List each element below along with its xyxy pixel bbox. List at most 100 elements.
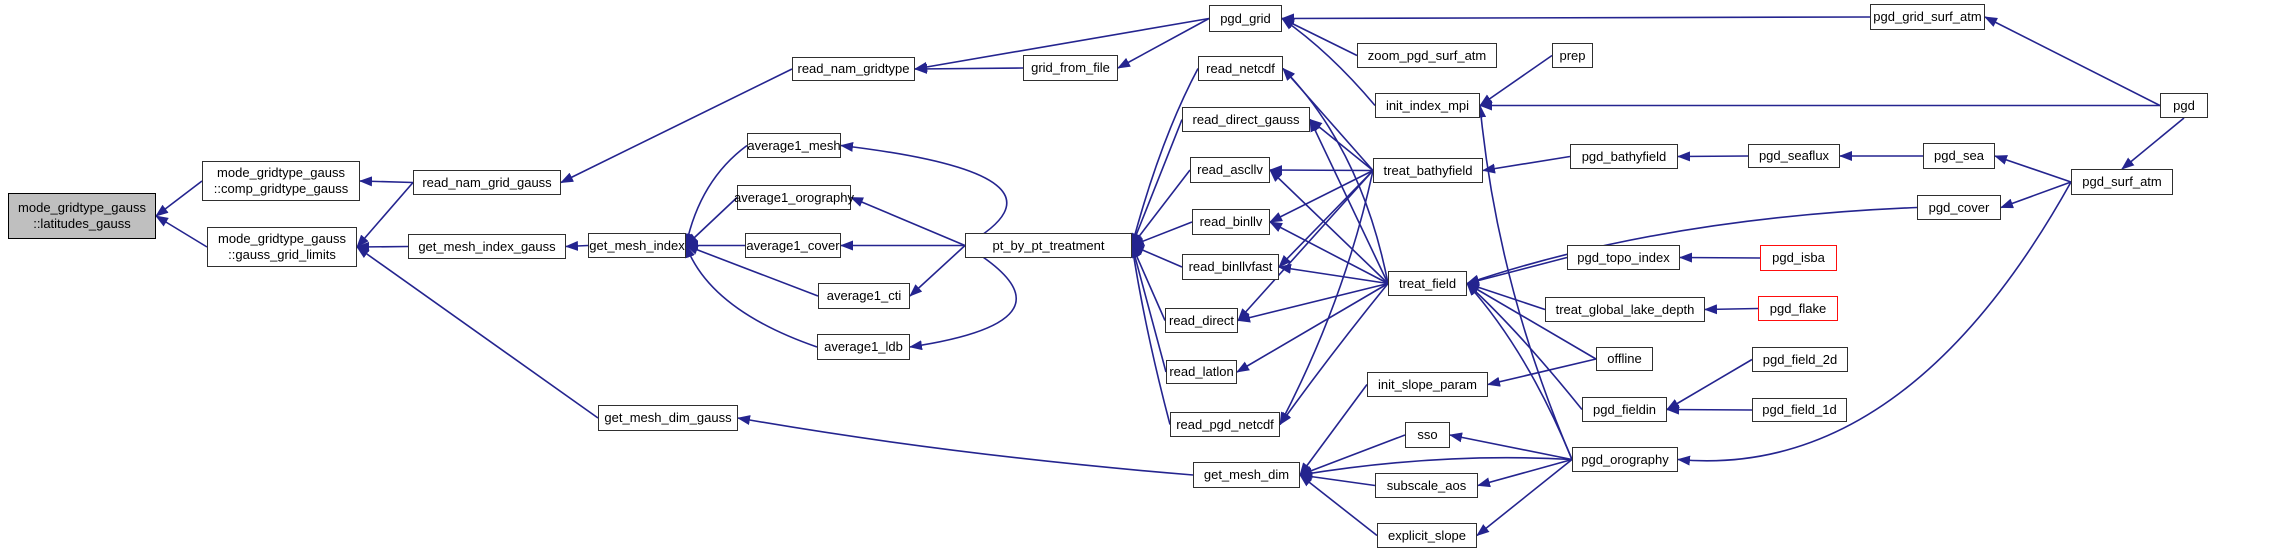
edge-read_ascllv--pt_by_pt_treatment [1131, 169, 1191, 247]
node-gauss_grid_limits[interactable]: mode_gridtype_gauss ::gauss_grid_limits [207, 227, 357, 267]
edge-treat_bathyfield--read_binllvfast [1278, 169, 1374, 268]
node-pgd_field_2d[interactable]: pgd_field_2d [1752, 347, 1848, 372]
node-zoom_pgd_surf_atm[interactable]: zoom_pgd_surf_atm [1357, 43, 1497, 68]
node-grid_from_file[interactable]: grid_from_file [1023, 55, 1118, 81]
edge-pgd_fieldin--treat_field [1466, 282, 1583, 411]
node-subscale_aos[interactable]: subscale_aos [1375, 473, 1478, 498]
node-pgd_orography[interactable]: pgd_orography [1572, 447, 1678, 472]
node-read_ascllv[interactable]: read_ascllv [1190, 157, 1270, 183]
node-pgd[interactable]: pgd [2160, 93, 2208, 118]
node-pgd_sea[interactable]: pgd_sea [1923, 143, 1995, 169]
node-init_index_mpi[interactable]: init_index_mpi [1375, 93, 1480, 118]
node-read_binllvfast[interactable]: read_binllvfast [1182, 254, 1279, 280]
node-get_mesh_dim[interactable]: get_mesh_dim [1193, 462, 1300, 488]
edge-pgd_orography--sso [1449, 432, 1573, 461]
edge-offline--init_slope_param [1487, 358, 1597, 387]
node-average1_orography[interactable]: average1_orography [734, 185, 854, 210]
edge-treat_field--read_binllv [1269, 221, 1389, 285]
edge-average1_orography--get_mesh_index [685, 196, 738, 247]
edge-pgd_topo_index--treat_field [1466, 256, 1568, 286]
edge-pgd_orography--subscale_aos [1477, 458, 1573, 488]
edge-init_slope_param--get_mesh_dim [1299, 384, 1368, 476]
node-treat_field[interactable]: treat_field [1388, 271, 1467, 296]
edge-pgd_grid--grid_from_file [1117, 17, 1210, 69]
edge-pgd_bathyfield--treat_bathyfield [1482, 155, 1571, 174]
edge-prep--init_index_mpi [1479, 54, 1553, 107]
node-pgd_bathyfield[interactable]: pgd_bathyfield [1570, 144, 1678, 169]
node-get_mesh_index[interactable]: get_mesh_index [588, 233, 686, 258]
edge-treat_bathyfield--read_direct [1237, 169, 1374, 322]
node-average1_mesh[interactable]: average1_mesh [747, 133, 841, 158]
node-pt_by_pt_treatment[interactable]: pt_by_pt_treatment [965, 233, 1132, 258]
node-pgd_topo_index[interactable]: pgd_topo_index [1567, 245, 1680, 270]
edge-pgd--pgd_surf_atm [2121, 117, 2185, 170]
node-read_direct[interactable]: read_direct [1165, 308, 1238, 333]
node-pgd_grid_surf_atm[interactable]: pgd_grid_surf_atm [1870, 4, 1985, 30]
node-read_nam_grid_gauss[interactable]: read_nam_grid_gauss [413, 170, 561, 195]
node-init_slope_param[interactable]: init_slope_param [1367, 372, 1488, 397]
edge-pgd_cover--treat_field [1466, 206, 1918, 285]
node-offline[interactable]: offline [1596, 347, 1653, 371]
edge-read_nam_gridtype--read_nam_grid_gauss [560, 68, 793, 184]
node-pgd_isba[interactable]: pgd_isba [1760, 245, 1837, 271]
edge-get_mesh_index_gauss--gauss_grid_limits [356, 241, 409, 252]
edge-treat_field--read_pgd_netcdf [1279, 282, 1389, 426]
edge-treat_bathyfield--read_binllv [1269, 169, 1374, 223]
edge-average1_cti--get_mesh_index [685, 244, 819, 297]
edge-get_mesh_dim_gauss--gauss_grid_limits [356, 246, 599, 419]
node-get_mesh_dim_gauss[interactable]: get_mesh_dim_gauss [598, 405, 738, 431]
node-read_binllv[interactable]: read_binllv [1192, 209, 1270, 235]
edge-read_binllv--pt_by_pt_treatment [1131, 221, 1193, 247]
node-average1_ldb[interactable]: average1_ldb [817, 334, 910, 360]
edge-pgd_isba--pgd_topo_index [1679, 252, 1761, 263]
node-prep[interactable]: prep [1552, 43, 1593, 68]
node-pgd_grid[interactable]: pgd_grid [1209, 5, 1282, 32]
edge-treat_field--read_netcdf [1282, 67, 1389, 284]
node-pgd_seaflux[interactable]: pgd_seaflux [1748, 144, 1840, 168]
edge-pgd_orography--init_index_mpi [1476, 104, 1573, 460]
edge-gauss_grid_limits--latitudes_gauss [155, 215, 208, 248]
node-read_pgd_netcdf[interactable]: read_pgd_netcdf [1170, 412, 1280, 437]
node-read_nam_gridtype[interactable]: read_nam_gridtype [792, 57, 915, 81]
edge-pgd_orography--treat_field [1466, 282, 1573, 460]
edge-offline--treat_field [1466, 282, 1597, 360]
edge-treat_field--read_direct_gauss [1309, 118, 1389, 284]
node-read_latlon[interactable]: read_latlon [1166, 360, 1237, 384]
node-treat_global_lake_depth[interactable]: treat_global_lake_depth [1545, 297, 1705, 322]
node-average1_cover[interactable]: average1_cover [745, 233, 841, 258]
node-read_netcdf[interactable]: read_netcdf [1198, 56, 1283, 81]
edge-pgd_orography--explicit_slope [1476, 458, 1573, 537]
edge-treat_global_lake_depth--treat_field [1466, 282, 1546, 311]
edge-pgd_surf_atm--pgd_sea [1994, 155, 2072, 183]
node-pgd_cover[interactable]: pgd_cover [1917, 195, 2001, 220]
node-pgd_fieldin[interactable]: pgd_fieldin [1582, 397, 1667, 422]
edge-pgd_field_2d--pgd_fieldin [1666, 358, 1753, 411]
edge-grid_from_file--read_nam_gridtype [914, 63, 1024, 74]
node-pgd_surf_atm[interactable]: pgd_surf_atm [2071, 169, 2173, 195]
node-pgd_flake[interactable]: pgd_flake [1758, 296, 1838, 321]
node-explicit_slope[interactable]: explicit_slope [1377, 523, 1477, 548]
edge-treat_field--read_binllvfast [1278, 263, 1389, 285]
edge-pgd_surf_atm--pgd_cover [2000, 181, 2072, 209]
edge-comp_gridtype_gauss--latitudes_gauss [155, 180, 203, 217]
edge-read_direct_gauss--pt_by_pt_treatment [1131, 119, 1183, 247]
node-treat_bathyfield[interactable]: treat_bathyfield [1373, 158, 1483, 183]
node-get_mesh_index_gauss[interactable]: get_mesh_index_gauss [408, 234, 566, 259]
edge-pt_by_pt_treatment--average1_mesh [840, 141, 1008, 247]
edge-pt_by_pt_treatment--average1_cti [909, 244, 966, 297]
node-sso[interactable]: sso [1405, 422, 1450, 448]
edge-read_latlon--pt_by_pt_treatment [1130, 244, 1167, 373]
edge-pgd_grid--read_nam_gridtype [914, 17, 1210, 72]
node-pgd_field_1d[interactable]: pgd_field_1d [1752, 398, 1847, 422]
edge-read_nam_grid_gauss--gauss_grid_limits [356, 181, 414, 248]
edge-average1_mesh--get_mesh_index [683, 144, 748, 247]
node-average1_cti[interactable]: average1_cti [818, 283, 910, 309]
edge-pgd_grid_surf_atm--pgd_grid [1281, 13, 1871, 24]
edge-sso--get_mesh_dim [1299, 434, 1406, 476]
node-read_direct_gauss[interactable]: read_direct_gauss [1182, 107, 1310, 132]
node-comp_gridtype_gauss[interactable]: mode_gridtype_gauss ::comp_gridtype_gaus… [202, 161, 360, 201]
edge-zoom_pgd_surf_atm--pgd_grid [1281, 17, 1358, 57]
edge-pgd--pgd_grid_surf_atm [1984, 16, 2161, 107]
